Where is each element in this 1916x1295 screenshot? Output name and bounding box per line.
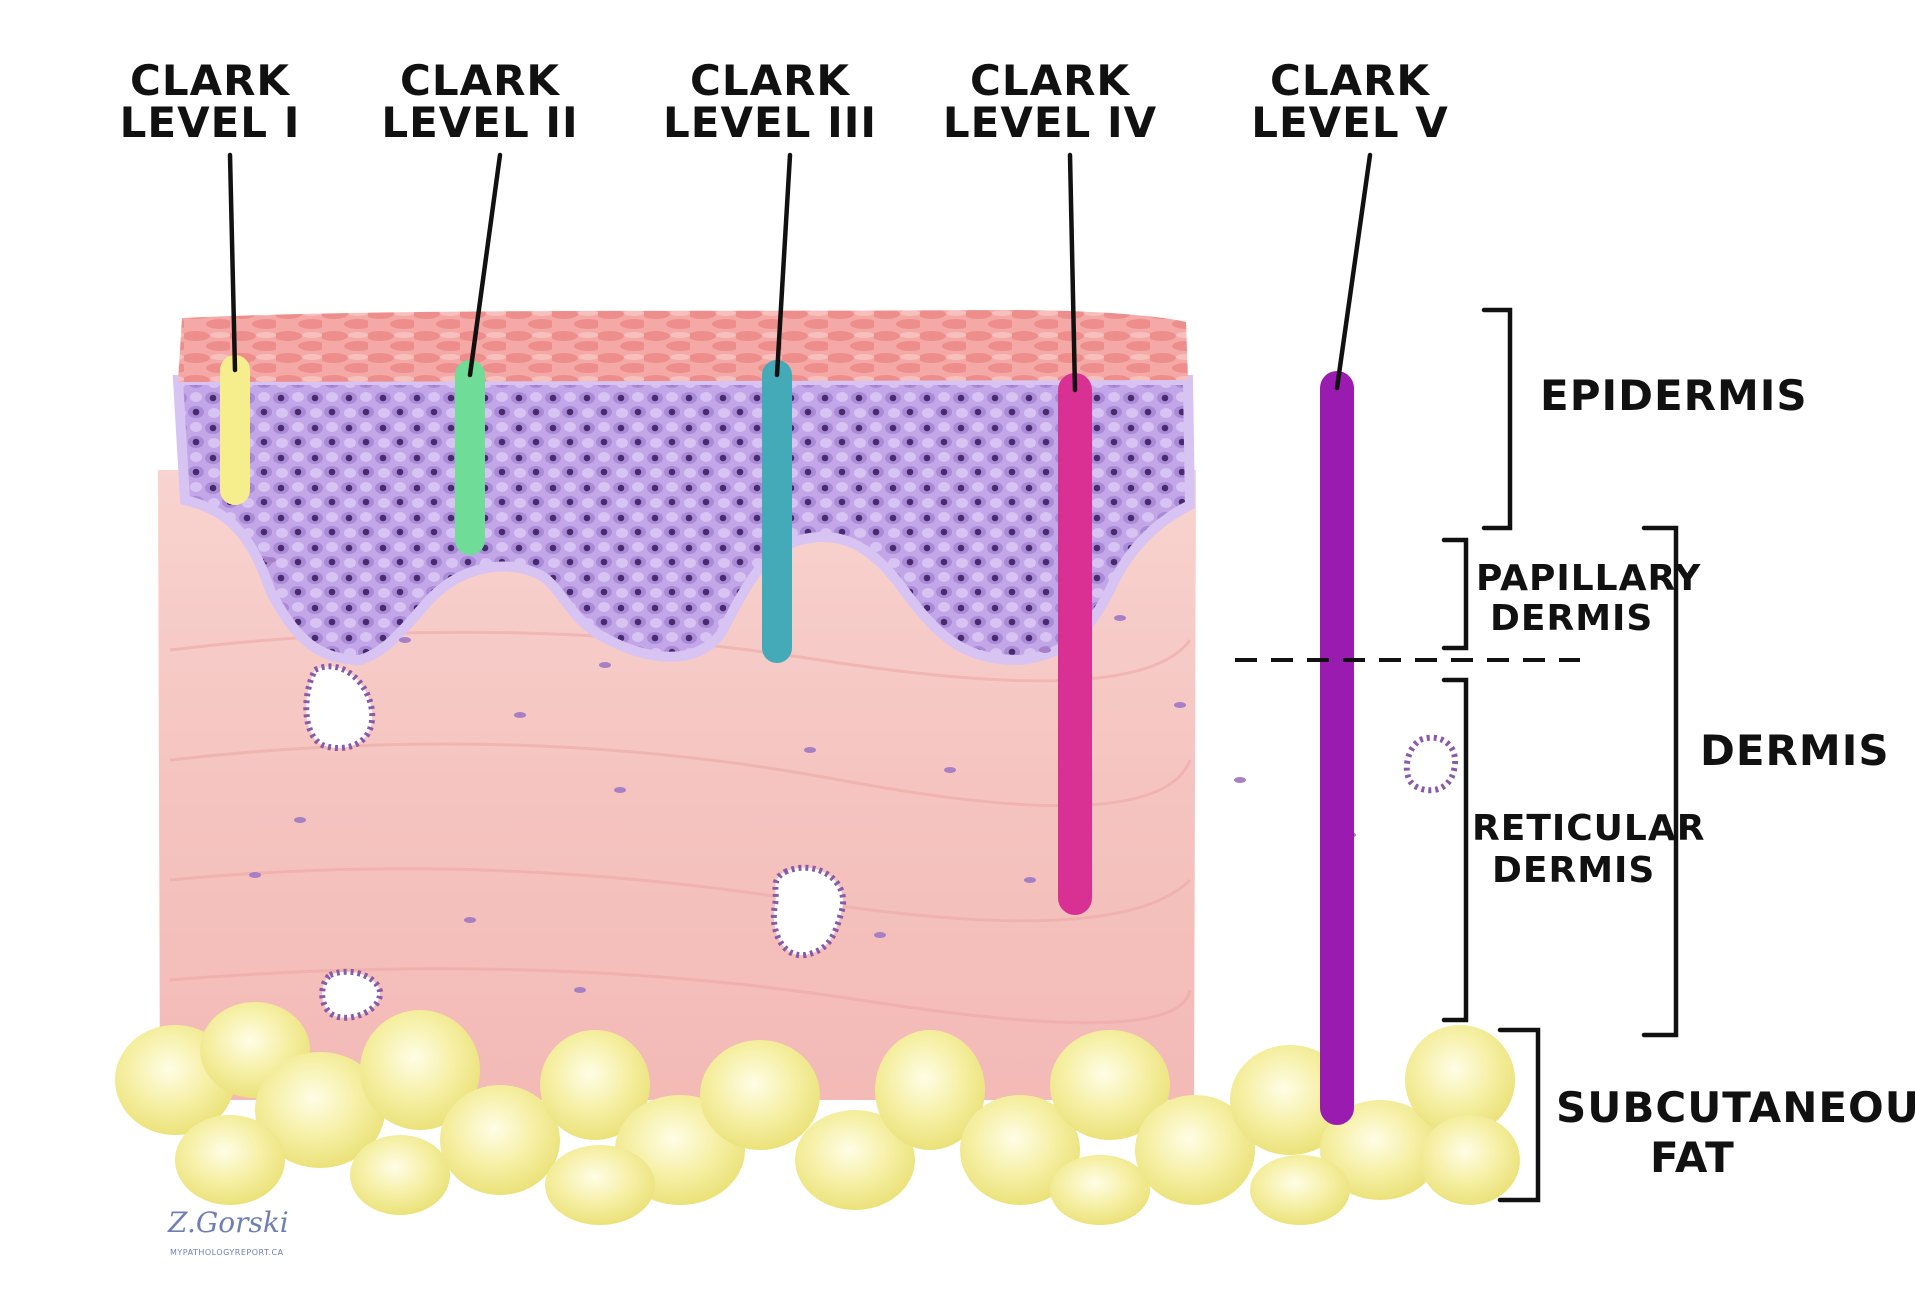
clark-level-2-pointer: [467, 152, 503, 378]
dermis-bracket: [1641, 525, 1679, 1038]
artist-signature: Z.Gorski: [167, 1206, 289, 1239]
subcutaneous-fat: [115, 1002, 1520, 1225]
dermis-label: DERMIS: [1700, 726, 1890, 775]
clark-level-2-label-line1: CLARK: [400, 56, 560, 105]
clark-level-5-label-line1: CLARK: [1270, 56, 1430, 105]
subcutaneous-fat-label-2: FAT: [1650, 1133, 1735, 1182]
papillary-dermis-bracket: [1441, 537, 1469, 651]
stratum-corneum: [178, 310, 1188, 382]
reticular-dermis-label-2: DERMIS: [1492, 850, 1655, 891]
clark-level-2-label-line2: LEVEL II: [381, 98, 578, 147]
clark-level-1-pointer: [227, 152, 238, 373]
clark-level-bars: [220, 355, 1354, 1125]
clark-level-5-label-line2: LEVEL V: [1251, 98, 1449, 147]
vessel: [1403, 734, 1459, 794]
epidermis-cell-layer: [172, 375, 1196, 666]
blood-vessels: [303, 663, 1459, 1021]
clark-level-4-label-line2: LEVEL IV: [943, 98, 1157, 147]
epidermis-bracket: [1481, 307, 1513, 531]
reticular-dermis-label-1: RETICULAR: [1472, 808, 1705, 849]
reticular-dermis-bracket: [1441, 677, 1469, 1023]
clark-level-3-label-line1: CLARK: [690, 56, 850, 105]
epidermis-label: EPIDERMIS: [1540, 371, 1808, 420]
vessel: [770, 864, 847, 959]
clark-level-4-pointer: [1067, 152, 1078, 393]
layer-brackets: [1441, 307, 1679, 1203]
clark-level-4-label-line1: CLARK: [970, 56, 1130, 105]
vessel: [303, 663, 376, 752]
subcutaneous-fat-label-1: SUBCUTANEOUS: [1556, 1083, 1916, 1132]
subcutaneous-fat-bracket: [1497, 1027, 1541, 1203]
artist-website: MYPATHOLOGYREPORT.CA: [170, 1248, 284, 1257]
papillary-dermis-label-2: DERMIS: [1490, 598, 1653, 639]
papillary-dermis-label-1: PAPILLARY: [1476, 558, 1701, 599]
clark-level-1-label-line1: CLARK: [130, 56, 290, 105]
clark-level-3-label-line2: LEVEL III: [663, 98, 877, 147]
vessel: [319, 968, 383, 1021]
clark-level-1-label-line2: LEVEL I: [120, 98, 301, 147]
clark-level-5-pointer: [1334, 152, 1373, 391]
clark-level-3-pointer: [774, 152, 793, 378]
